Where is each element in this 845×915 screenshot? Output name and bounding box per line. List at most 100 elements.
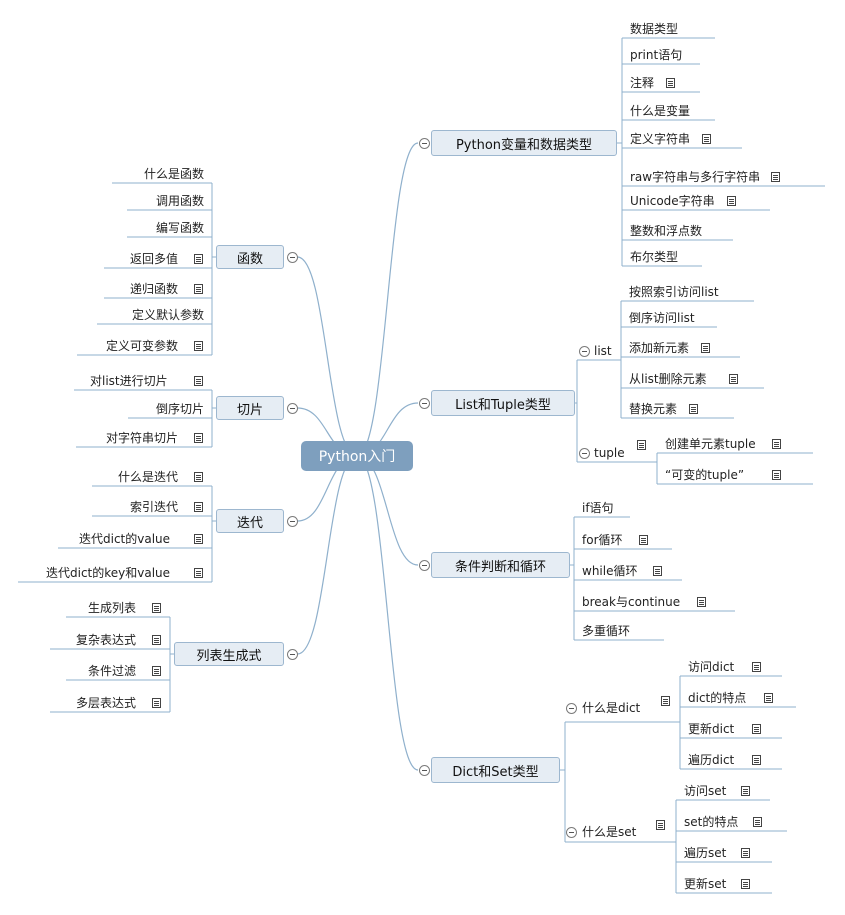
leaf-label: print语句 [630,48,683,62]
iter-collapse-toggle[interactable] [286,515,298,527]
note-icon [729,374,738,384]
leaf-label: 复杂表达式 [76,633,137,647]
note-icon [741,879,750,889]
note-icon [702,134,711,144]
set-subnode-label[interactable]: 什么是set [582,825,637,839]
listtuple-branch-node[interactable]: List和Tuple类型 [431,390,575,416]
note-icon [653,566,662,576]
note-icon [194,284,203,294]
leaf-label: 多层表达式 [76,696,137,710]
note-icon [741,848,750,858]
leaf-label: 替换元素 [629,402,678,416]
note-icon [194,433,203,443]
note-icon [752,662,761,672]
note-icon [752,755,761,765]
note-icon [772,470,781,480]
leaf-label: 返回多值 [130,252,179,266]
note-icon [194,341,203,351]
leaf-label: 定义可变参数 [106,339,179,353]
leaf-label: “可变的tuple” [665,468,745,482]
note-icon [194,472,203,482]
leaf-label: 对字符串切片 [106,431,179,445]
dictset-branch-node[interactable]: Dict和Set类型 [431,757,560,783]
tuple-collapse-toggle[interactable] [578,447,590,459]
note-icon [639,535,648,545]
note-icon [152,603,161,613]
leaf-label: set的特点 [684,815,739,829]
note-icon [194,568,203,578]
leaf-label: 生成列表 [88,601,137,615]
note-icon [753,817,762,827]
leaf-label: 访问dict [688,660,735,674]
note-icon [637,440,646,450]
leaf-label: 调用函数 [156,194,205,208]
note-icon [194,254,203,264]
loop-branch-node[interactable]: 条件判断和循环 [431,552,570,578]
leaf-label: 什么是函数 [144,167,205,181]
note-icon [194,502,203,512]
comp-collapse-toggle[interactable] [286,648,298,660]
leaf-label: 按照索引访问list [629,285,719,299]
leaf-label: 定义默认参数 [132,308,205,322]
leaf-label: raw字符串与多行字符串 [630,170,761,184]
leaf-label: 条件过滤 [88,664,137,678]
leaf-label: 注释 [630,76,655,90]
dict-collapse-toggle[interactable] [565,702,577,714]
leaf-label: 迭代dict的key和value [46,566,171,580]
leaf-label: 索引迭代 [130,500,179,514]
vars-collapse-toggle[interactable] [418,137,430,149]
dict-subnode-label[interactable]: 什么是dict [582,701,641,715]
leaf-label: 访问set [684,784,727,798]
note-icon [771,172,780,182]
leaf-label: 添加新元素 [629,341,690,355]
note-icon [727,196,736,206]
func-branch-node[interactable]: 函数 [216,245,284,269]
leaf-label: Unicode字符串 [630,194,715,208]
note-icon [701,343,710,353]
note-icon [152,635,161,645]
note-icon [752,724,761,734]
leaf-label: 编写函数 [156,221,205,235]
leaf-label: 多重循环 [582,624,631,638]
leaf-label: 什么是变量 [630,104,691,118]
leaf-label: 递归函数 [130,282,179,296]
note-icon [152,698,161,708]
note-icon [741,786,750,796]
comp-branch-node[interactable]: 列表生成式 [174,642,284,666]
leaf-label: while循环 [582,564,638,578]
leaf-label: 布尔类型 [630,250,679,264]
leaf-label: if语句 [582,501,614,515]
set-collapse-toggle[interactable] [565,826,577,838]
slice-branch-node[interactable]: 切片 [216,396,284,420]
note-icon [772,439,781,449]
loop-collapse-toggle[interactable] [418,559,430,571]
leaf-label: 迭代dict的value [79,532,171,546]
note-icon [764,693,773,703]
note-icon [661,696,670,706]
connector-line [297,455,358,655]
vars-branch-node[interactable]: Python变量和数据类型 [431,130,617,156]
leaf-label: 遍历dict [688,753,735,767]
leaf-label: 倒序切片 [156,402,205,416]
note-icon [152,666,161,676]
tuple-subnode-label[interactable]: tuple [594,446,625,460]
dictset-collapse-toggle[interactable] [418,764,430,776]
leaf-label: dict的特点 [688,691,747,705]
iter-branch-node[interactable]: 迭代 [216,509,284,533]
leaf-label: 更新set [684,877,727,891]
listtuple-collapse-toggle[interactable] [418,397,430,409]
list-collapse-toggle[interactable] [578,345,590,357]
leaf-label: 创建单元素tuple [665,437,756,451]
root-node[interactable]: Python入门 [301,441,413,471]
func-collapse-toggle[interactable] [286,251,298,263]
list-subnode-label[interactable]: list [594,344,612,358]
leaf-label: 遍历set [684,846,727,860]
leaf-label: 什么是迭代 [118,470,179,484]
note-icon [689,404,698,414]
slice-collapse-toggle[interactable] [286,402,298,414]
note-icon [194,376,203,386]
note-icon [194,534,203,544]
note-icon [656,820,665,830]
leaf-label: 从list删除元素 [629,372,707,386]
